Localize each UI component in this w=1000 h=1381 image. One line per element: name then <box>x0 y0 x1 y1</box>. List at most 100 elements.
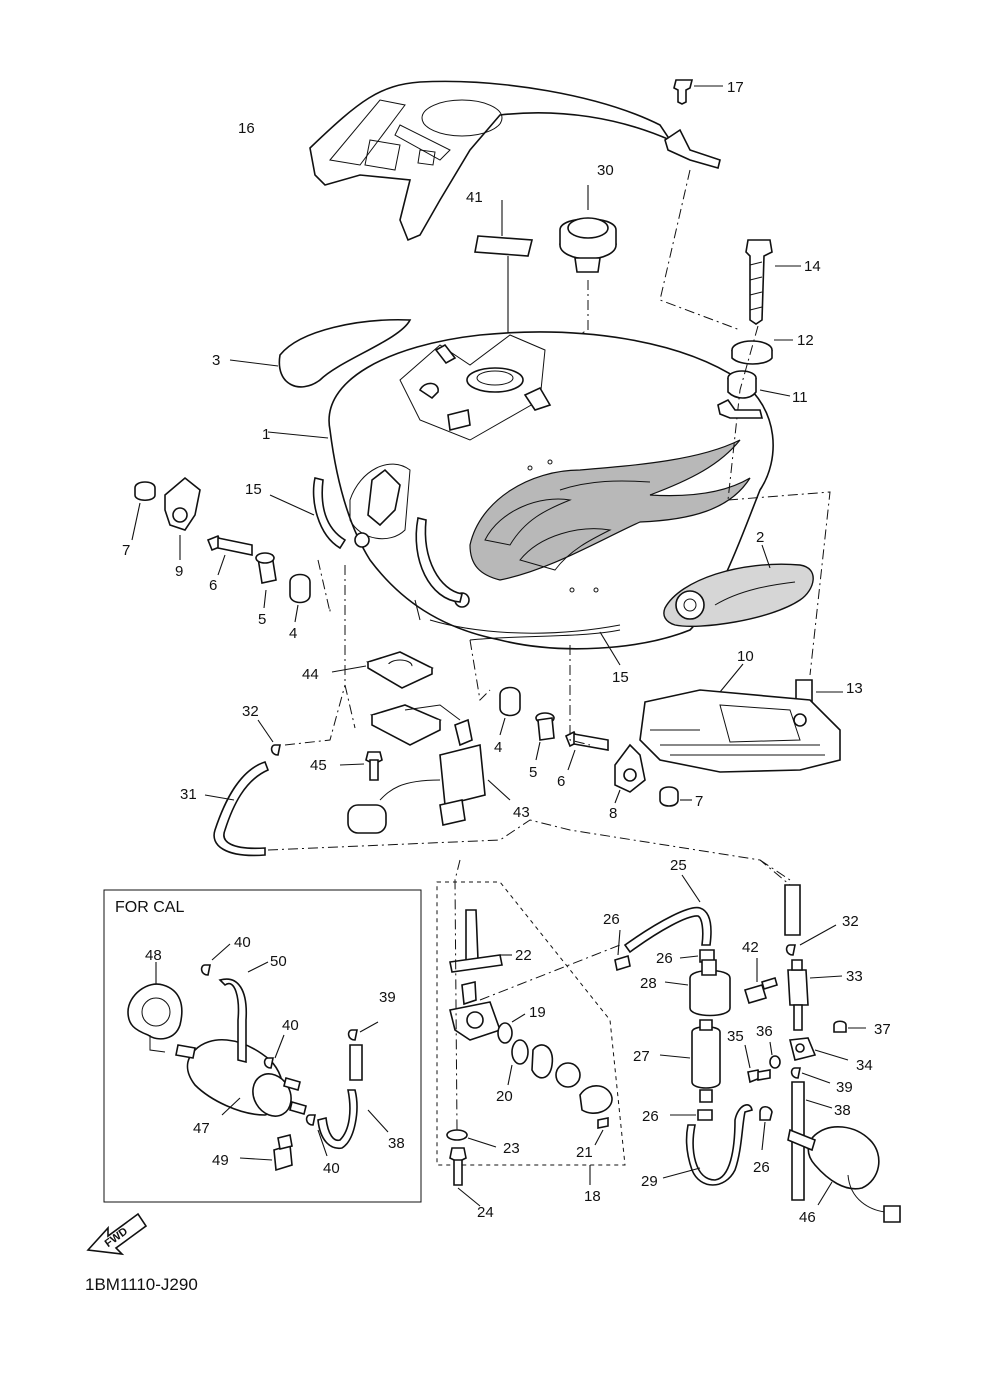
oring-19 <box>497 1022 513 1044</box>
fuel-pump-46 <box>787 1125 901 1223</box>
fuel-cap-30 <box>559 217 617 273</box>
side-cover-10 <box>639 689 841 773</box>
callout-5-left: 5 <box>258 611 266 628</box>
callout-39-right: 39 <box>836 1079 853 1096</box>
screw-45 <box>365 751 383 781</box>
inset-title: FOR CAL <box>115 899 184 916</box>
bolt-49 <box>273 1134 293 1172</box>
callout-48: 48 <box>145 947 162 964</box>
callout-25: 25 <box>670 857 687 874</box>
clip-26-a <box>614 954 631 972</box>
callout-4-left: 4 <box>289 625 297 642</box>
callout-46: 46 <box>799 1209 816 1226</box>
breather-hose-15-left <box>312 477 347 550</box>
knee-pad-3 <box>278 318 412 388</box>
gasket-44 <box>366 651 434 689</box>
callout-49: 49 <box>212 1152 229 1169</box>
for-cal-inset <box>103 889 422 1203</box>
flame-graphic <box>469 439 751 593</box>
nut-7-left <box>134 481 156 502</box>
callout-20: 20 <box>496 1088 513 1105</box>
callout-26-d: 26 <box>753 1159 770 1176</box>
callout-13: 13 <box>846 680 863 697</box>
hose-38-inset <box>349 1044 363 1081</box>
callout-18: 18 <box>584 1188 601 1205</box>
clip-40-b <box>263 1057 274 1069</box>
label-41 <box>474 235 534 257</box>
callout-6-right: 6 <box>557 773 565 790</box>
clip-26-c <box>697 1109 713 1121</box>
canister-47 <box>175 1039 307 1117</box>
callout-12: 12 <box>797 332 814 349</box>
wave-washer <box>555 1062 581 1088</box>
hose-29 <box>685 1104 753 1186</box>
callout-5-right: 5 <box>529 764 537 781</box>
emblem-2 <box>663 563 814 627</box>
clip-17 <box>673 79 723 105</box>
callout-8: 8 <box>609 805 617 822</box>
callout-29: 29 <box>641 1173 658 1190</box>
bolt-6-right <box>564 730 609 751</box>
callout-28: 28 <box>640 975 657 992</box>
callout-24: 24 <box>477 1204 494 1221</box>
canister-48 <box>127 983 183 1053</box>
callout-22: 22 <box>515 947 532 964</box>
callout-50: 50 <box>270 953 287 970</box>
fuel-cock-group-outline <box>436 881 626 1166</box>
callout-26-c: 26 <box>642 1108 659 1125</box>
bolt-35 <box>747 1069 771 1084</box>
callout-38-inset: 38 <box>388 1135 405 1152</box>
screw-37 <box>833 1020 847 1033</box>
collar-5-right <box>535 712 555 741</box>
hose-32-right <box>784 884 801 936</box>
oring-20 <box>511 1039 529 1065</box>
fuel-sender-43 <box>347 704 486 834</box>
clip-40-a <box>200 964 211 976</box>
collar-11 <box>727 370 757 399</box>
callout-15-right: 15 <box>612 669 629 686</box>
callout-4-right: 4 <box>494 739 502 756</box>
clip-39-right <box>790 1067 801 1079</box>
cover-plate <box>579 1085 613 1114</box>
fuel-cock-body <box>449 981 502 1041</box>
callout-26-a: 26 <box>603 911 620 928</box>
callout-7-right: 7 <box>695 793 703 810</box>
filter-27 <box>691 1019 721 1103</box>
callout-1: 1 <box>262 426 270 443</box>
callout-3: 3 <box>212 352 220 369</box>
nut-7-right <box>659 786 679 807</box>
callout-15-left: 15 <box>245 481 262 498</box>
collar-5-left <box>255 552 277 584</box>
callout-7-left: 7 <box>122 542 130 559</box>
breather-hose-15-right <box>415 517 463 603</box>
washer-23 <box>446 1129 468 1141</box>
callout-32-right: 32 <box>842 913 859 930</box>
bracket-34 <box>789 1037 817 1061</box>
lever-plate <box>531 1044 554 1079</box>
clip-32-left <box>270 744 281 756</box>
callout-42: 42 <box>742 939 759 956</box>
damper-12 <box>731 340 773 365</box>
diagram-code: 1BM1110-J290 <box>85 1275 198 1294</box>
clip-32-right <box>785 944 796 956</box>
callout-21: 21 <box>576 1144 593 1161</box>
clamp-42 <box>743 976 778 1004</box>
callout-40-c: 40 <box>323 1160 340 1177</box>
callout-39-inset: 39 <box>379 989 396 1006</box>
callout-31: 31 <box>180 786 197 803</box>
callout-10: 10 <box>737 648 754 665</box>
damper-4-right <box>499 686 521 717</box>
callout-14: 14 <box>804 258 821 275</box>
callout-36: 36 <box>756 1023 773 1040</box>
callout-40-b: 40 <box>282 1017 299 1034</box>
callout-44: 44 <box>302 666 319 683</box>
clip-26-d <box>759 1105 773 1121</box>
callout-41: 41 <box>466 189 483 206</box>
hose-31 <box>213 761 270 857</box>
damper-4-left <box>289 573 311 604</box>
callout-38-right: 38 <box>834 1102 851 1119</box>
callout-9: 9 <box>175 563 183 580</box>
callout-6-left: 6 <box>209 577 217 594</box>
hose-25 <box>623 906 712 954</box>
